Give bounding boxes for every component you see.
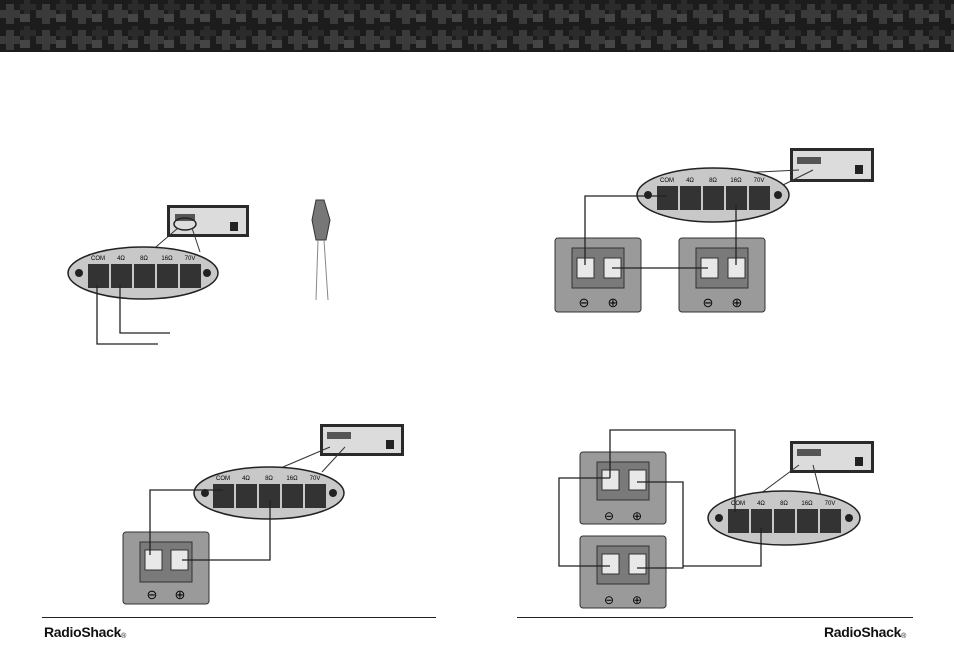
registered-mark: ® (901, 633, 906, 640)
left-footer-logo: RadioShack® (44, 624, 126, 640)
left-page: COM 4Ω 8Ω 16Ω 70V (0, 0, 477, 661)
terminal-label-8ohm: 8Ω (780, 501, 788, 507)
figure-parallel-speakers: COM 4Ω 8Ω 16Ω 70V ⊖ ⊕ ⊖ ⊕ (477, 0, 954, 661)
right-footer-rule (517, 617, 913, 618)
terminal-panel: COM 4Ω 8Ω 16Ω 70V (194, 467, 344, 519)
brand-name: RadioShack (824, 624, 901, 640)
brand-name: RadioShack (44, 624, 121, 640)
terminal-label-70v: 70V (825, 501, 836, 507)
negative-terminal-symbol: ⊖ (604, 509, 614, 523)
speaker-plate-top: ⊖ ⊕ (580, 452, 666, 524)
figure-single-speaker: COM 4Ω 8Ω 16Ω 70V ⊖ ⊕ (0, 0, 477, 661)
terminal-label-com: COM (216, 476, 230, 482)
terminal-label-4ohm: 4Ω (242, 476, 250, 482)
positive-terminal-symbol: ⊕ (632, 509, 642, 523)
positive-terminal-symbol: ⊕ (175, 587, 186, 602)
positive-terminal-symbol: ⊕ (632, 593, 642, 607)
speaker-plate-bottom: ⊖ ⊕ (580, 536, 666, 608)
right-page: COM 4Ω 8Ω 16Ω 70V ⊖ ⊕ ⊖ ⊕ (477, 0, 954, 661)
terminal-label-16ohm: 16Ω (286, 476, 298, 482)
left-footer-rule (42, 617, 436, 618)
speaker-plate: ⊖ ⊕ (123, 532, 209, 604)
amplifier-unit (320, 424, 404, 456)
terminal-label-16ohm: 16Ω (801, 501, 813, 507)
terminal-label-4ohm: 4Ω (757, 501, 765, 507)
terminal-label-8ohm: 8Ω (265, 476, 273, 482)
terminal-label-com: COM (731, 501, 745, 507)
terminal-label-70v: 70V (310, 476, 321, 482)
terminal-panel: COM 4Ω 8Ω 16Ω 70V (708, 491, 860, 545)
negative-terminal-symbol: ⊖ (604, 593, 614, 607)
negative-terminal-symbol: ⊖ (147, 587, 158, 602)
registered-mark: ® (121, 633, 126, 640)
right-footer-logo: RadioShack® (824, 624, 906, 640)
amplifier-unit (790, 441, 874, 473)
